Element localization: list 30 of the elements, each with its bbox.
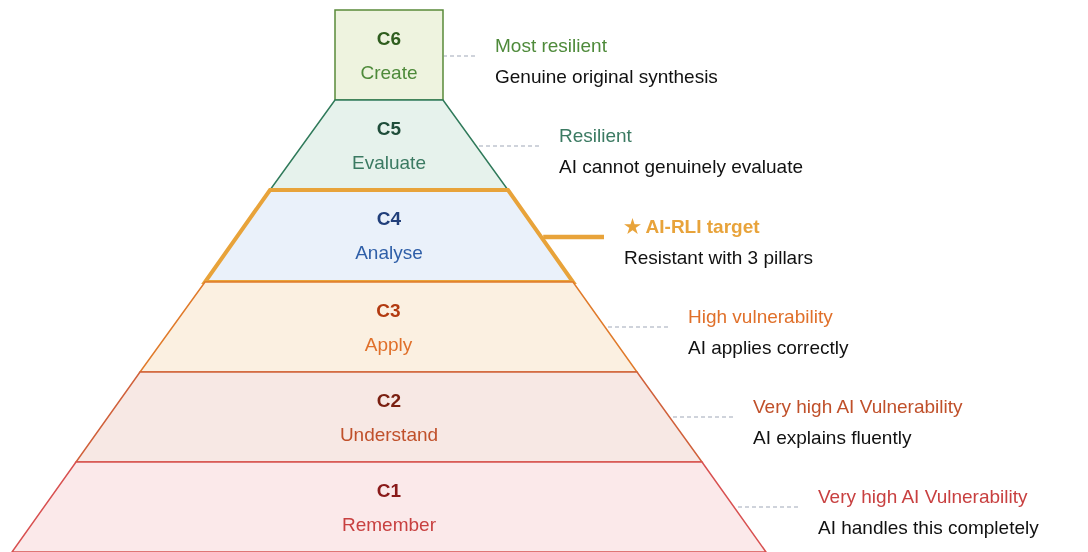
leader-line: [443, 55, 476, 57]
rating-note: Resistant with 3 pillars: [624, 246, 814, 270]
pyramid-layer: [12, 462, 766, 552]
level-name: Create: [359, 62, 419, 84]
pyramid-top-box: [335, 10, 443, 100]
pyramid-layer: [270, 100, 508, 190]
level-name: Apply: [363, 334, 414, 356]
level-name: Remember: [341, 514, 437, 536]
rating-note: AI explains fluently: [753, 426, 913, 450]
level-name: Evaluate: [351, 152, 427, 174]
rating-heading: Very high AI Vulnerability: [753, 395, 963, 419]
rating-note: AI applies correctly: [688, 336, 849, 360]
pyramid-layer: [140, 282, 637, 372]
rating-note: AI handles this completely: [818, 516, 1039, 540]
rating-heading: Very high AI Vulnerability: [818, 485, 1029, 509]
leader-line: [605, 326, 669, 328]
rating-note: Genuine original synthesis: [495, 65, 718, 89]
level-name: Understand: [338, 424, 440, 446]
rating-heading: High vulnerability: [688, 305, 834, 329]
rating-heading: Resilient: [559, 124, 633, 148]
level-code: C6: [375, 28, 403, 50]
rating-heading: ★ AI-RLI target: [624, 215, 761, 239]
pyramid-layer: [76, 372, 702, 462]
level-code: C1: [375, 480, 403, 502]
level-code: C3: [375, 300, 402, 322]
rating-heading: Most resilient: [495, 34, 608, 58]
level-code: C5: [375, 118, 403, 140]
level-code: C2: [375, 390, 403, 412]
rating-note: AI cannot genuinely evaluate: [559, 155, 803, 179]
leader-line: [476, 145, 540, 147]
